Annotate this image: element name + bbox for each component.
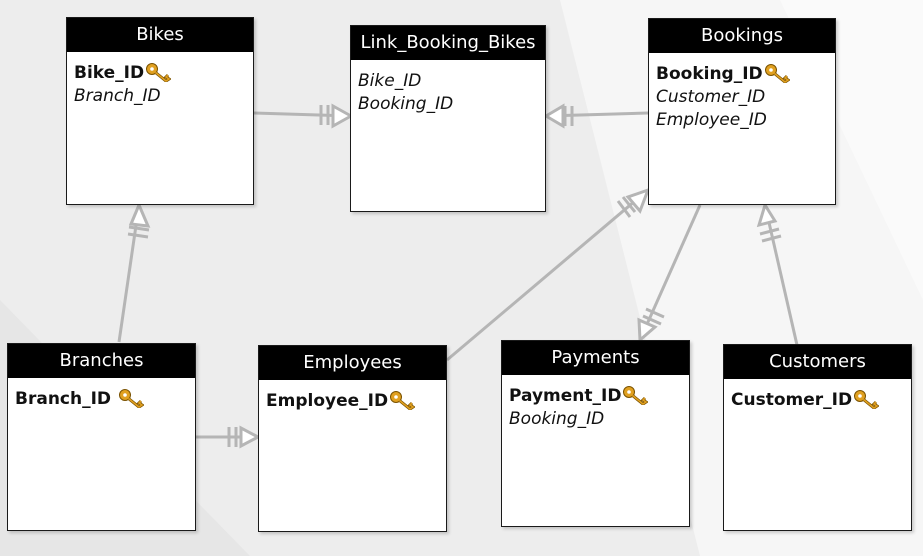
entity-bikes[interactable]: Bikes Bike_ID Branch_ID — [66, 17, 254, 205]
entity-title: Employees — [259, 346, 446, 380]
primary-key-field: Customer_ID — [731, 389, 904, 412]
connector-branches-employees — [196, 425, 262, 449]
entity-title: Branches — [8, 344, 195, 378]
entity-title: Customers — [724, 345, 911, 379]
connector-employees-bookings — [446, 187, 651, 362]
connector-branches-bikes — [117, 201, 151, 343]
key-icon — [390, 391, 416, 410]
entity-link-booking-bikes[interactable]: Link_Booking_Bikes Bike_ID Booking_ID — [350, 25, 546, 212]
foreign-key-field: Bike_ID — [358, 71, 422, 91]
entity-title: Link_Booking_Bikes — [351, 26, 545, 60]
foreign-key-field: Booking_ID — [358, 94, 454, 114]
primary-key-field: Payment_ID — [509, 385, 682, 408]
foreign-key-field: Branch_ID — [74, 86, 161, 106]
foreign-key-field: Employee_ID — [656, 110, 767, 130]
entity-title: Bookings — [649, 19, 835, 53]
key-icon — [118, 389, 144, 408]
connector-bikes-link — [253, 103, 352, 129]
entity-branches[interactable]: Branches Branch_ID — [7, 343, 196, 531]
entity-employees[interactable]: Employees Employee_ID — [258, 345, 447, 532]
key-icon — [146, 63, 172, 82]
entity-title: Payments — [502, 341, 689, 375]
foreign-key-field: Customer_ID — [656, 87, 766, 107]
entity-title: Bikes — [67, 18, 253, 52]
connector-customers-bookings — [756, 201, 799, 346]
key-icon — [623, 386, 649, 405]
connector-bookings-link — [545, 103, 649, 129]
key-icon — [764, 64, 790, 83]
entity-customers[interactable]: Customers Customer_ID — [723, 344, 912, 531]
connector-bookings-payments — [637, 204, 702, 344]
entity-bookings[interactable]: Bookings Booking_ID Customer_ID Employee… — [648, 18, 836, 205]
primary-key-field: Branch_ID — [15, 388, 188, 411]
primary-key-field: Employee_ID — [266, 390, 439, 413]
key-icon — [854, 390, 880, 409]
primary-key-field: Booking_ID — [656, 63, 828, 86]
foreign-key-field: Booking_ID — [509, 409, 605, 429]
entity-payments[interactable]: Payments Payment_ID Booking_ID — [501, 340, 690, 527]
primary-key-field: Bike_ID — [74, 62, 246, 85]
